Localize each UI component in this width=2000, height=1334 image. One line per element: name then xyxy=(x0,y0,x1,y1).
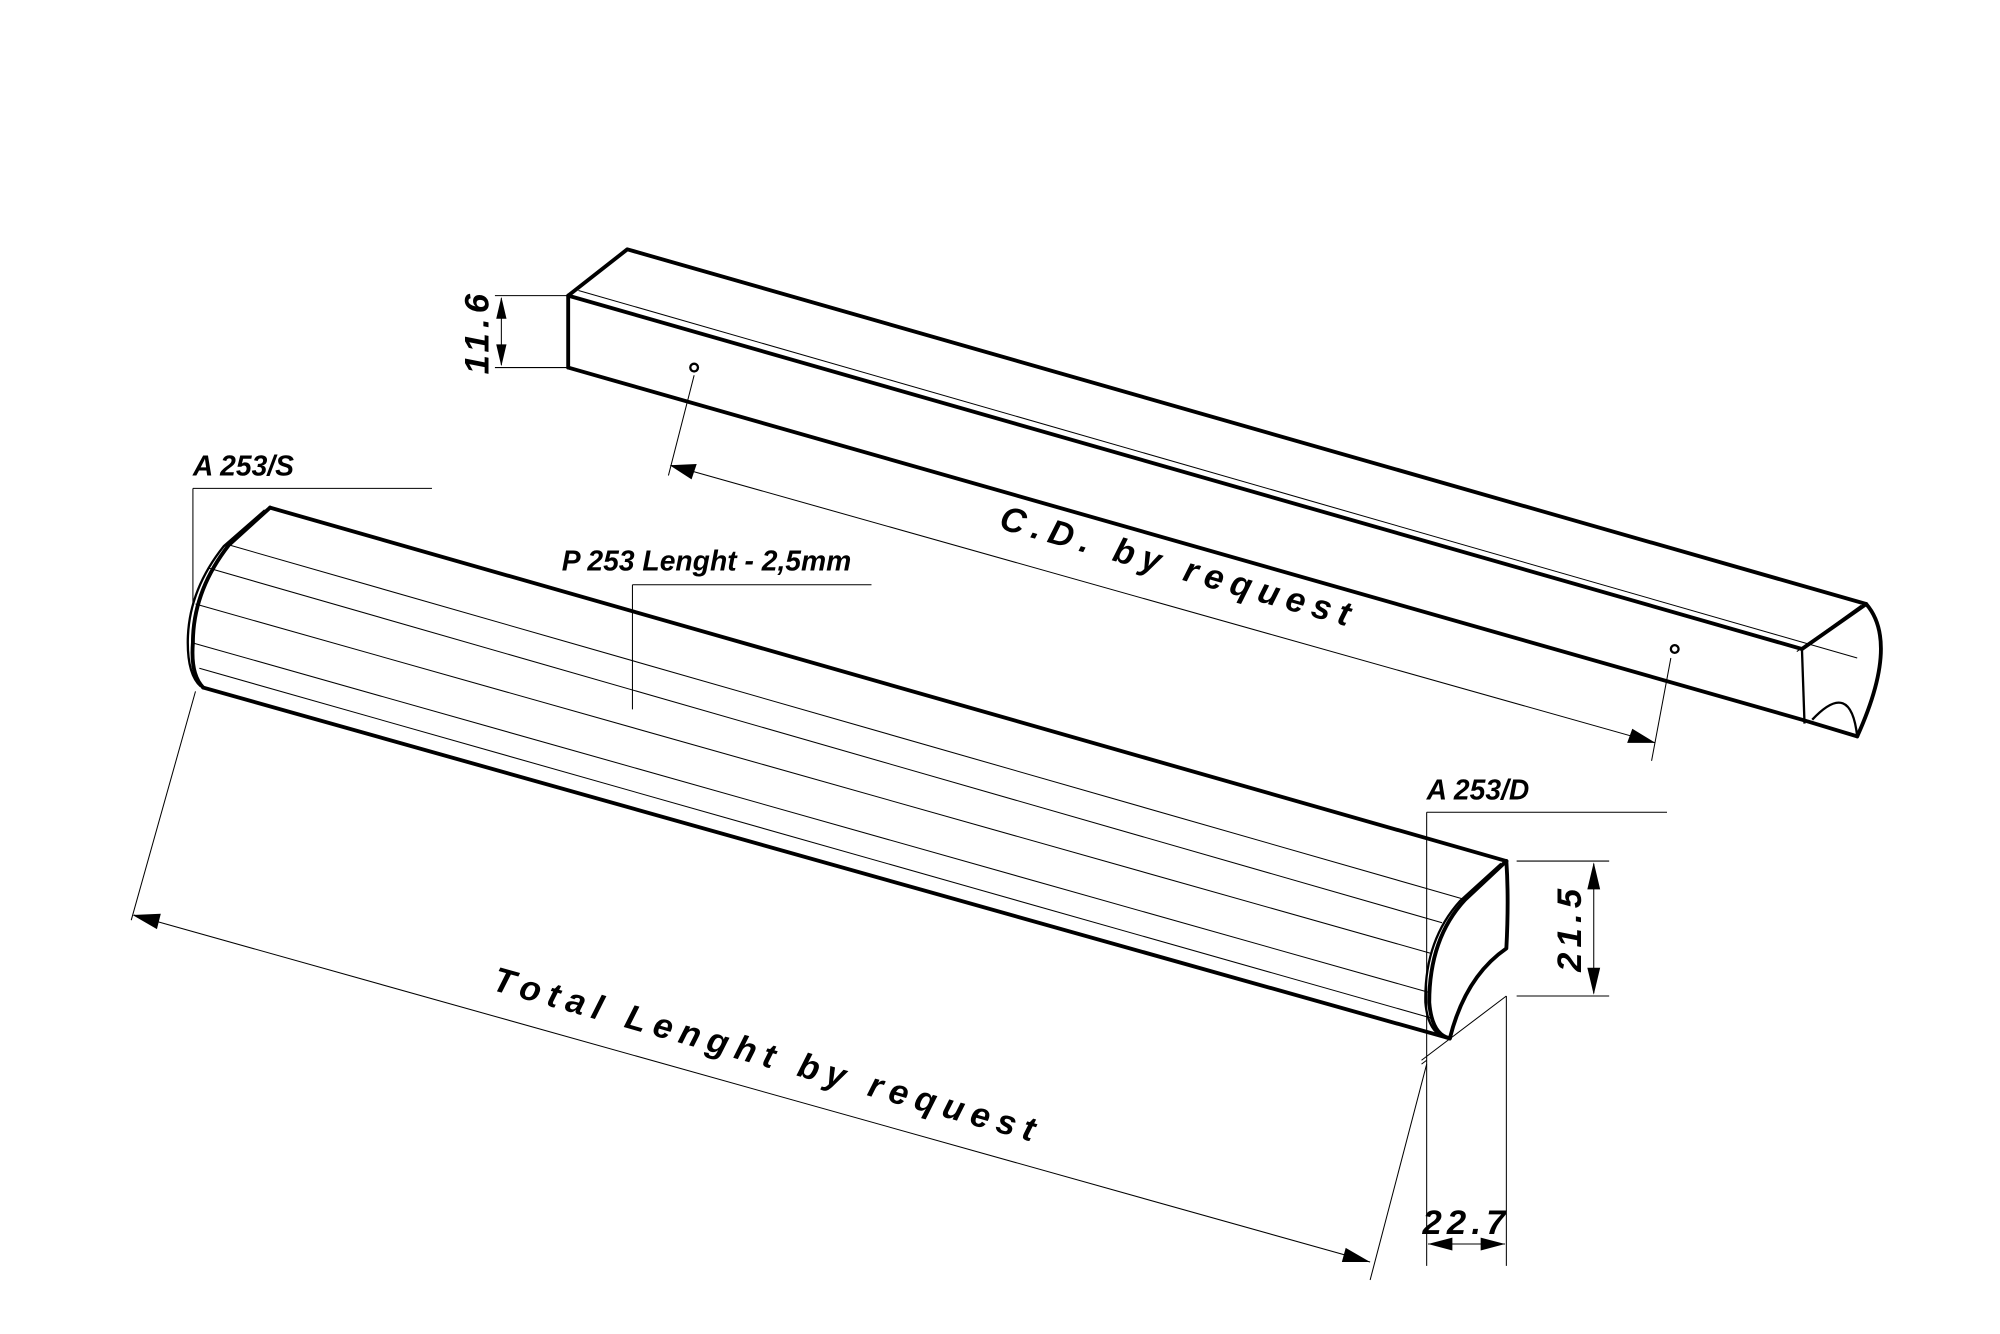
label-a253s: A 253/S xyxy=(192,450,294,482)
dimension-22-7: 22.7 xyxy=(1421,1204,1510,1242)
upper-bar xyxy=(566,247,1883,739)
mounting-hole-left xyxy=(689,362,700,373)
dimension-21-5: 21.5 xyxy=(1551,884,1589,973)
height-dimension-lower: 21.5 xyxy=(1516,860,1610,997)
dimension-11-6: 11.6 xyxy=(459,289,497,375)
left-endcap-callout: A 253/S xyxy=(192,450,432,605)
center-distance-label: C.D. by request xyxy=(996,499,1363,636)
right-endcap-callout: A 253/D xyxy=(1421,773,1667,1266)
height-dimension-upper: 11.6 xyxy=(459,289,569,375)
total-length-dimension: Total Lenght by request xyxy=(130,691,1428,1281)
total-length-label: Total Lenght by request xyxy=(489,961,1047,1152)
label-p253: P 253 Lenght - 2,5mm xyxy=(562,545,852,577)
lower-bar xyxy=(186,505,1510,1041)
width-dimension: 22.7 xyxy=(1421,1204,1510,1251)
label-a253d: A 253/D xyxy=(1426,773,1530,805)
profile-callout: P 253 Lenght - 2,5mm xyxy=(562,545,872,710)
mounting-hole-right xyxy=(1669,643,1680,655)
